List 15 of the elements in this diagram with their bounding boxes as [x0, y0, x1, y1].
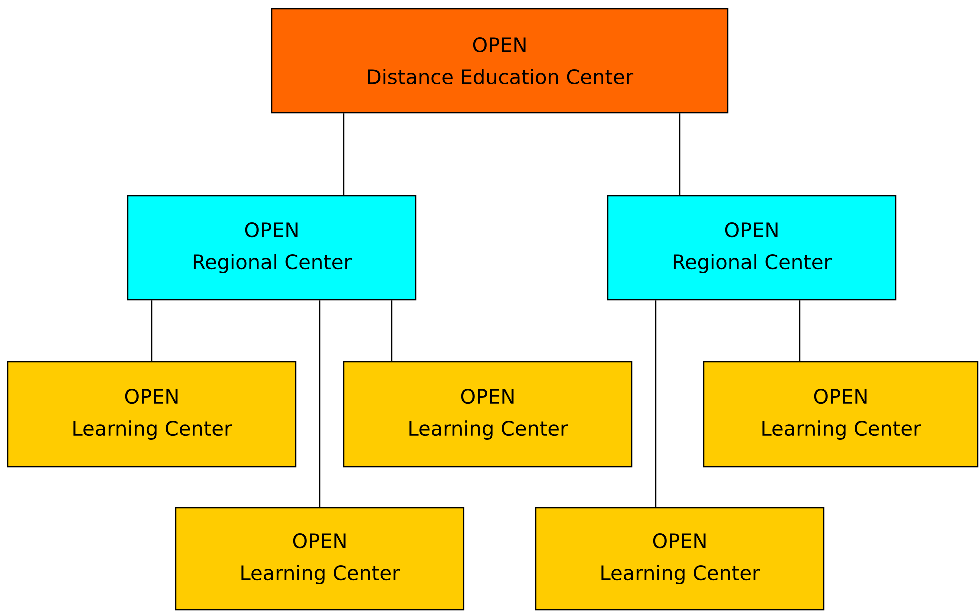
connector-line — [679, 114, 681, 196]
learning-center-box: OPEN Learning Center — [703, 361, 979, 468]
connector-line — [799, 300, 801, 362]
connector-line — [343, 114, 345, 196]
regional-box: OPEN Regional Center — [127, 195, 417, 301]
connector-line — [391, 300, 393, 362]
connector-line — [319, 300, 321, 508]
learning-center-box: OPEN Learning Center — [535, 507, 825, 611]
learning-center-box: OPEN Learning Center — [7, 361, 297, 468]
learning-center-box: OPEN Learning Center — [175, 507, 465, 611]
learning-center-box: OPEN Learning Center — [343, 361, 633, 468]
connector-line — [655, 300, 657, 508]
center-box: OPEN Distance Education Center — [271, 8, 729, 114]
regional-box: OPEN Regional Center — [607, 195, 897, 301]
connector-line — [151, 300, 153, 362]
